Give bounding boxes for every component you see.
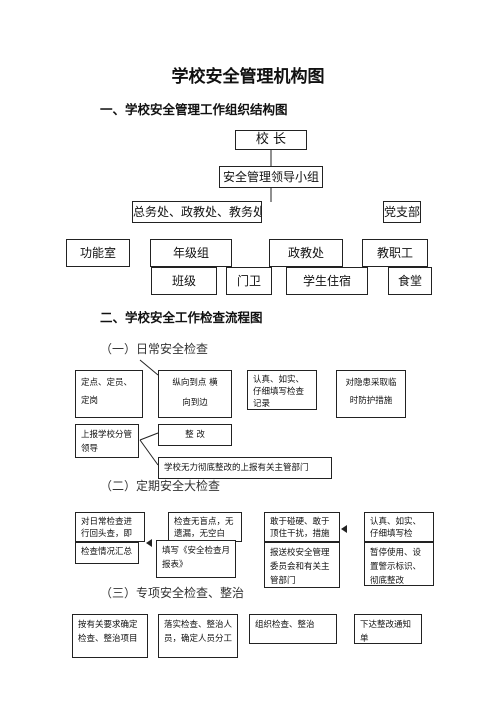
gate-box: 门卫 xyxy=(226,267,272,295)
politics-office-box: 政教处 xyxy=(269,239,343,267)
periodic-box-3: 敢于碰硬、敢于顶住干扰，措施 xyxy=(264,512,340,542)
special-box-3: 组织检查、整治 xyxy=(249,614,337,644)
daily-box-1: 定点、定员、定岗 xyxy=(75,370,143,418)
periodic-box-8: 暂停使用、设置警示标识、彻底整改 xyxy=(364,542,434,586)
periodic-box-4: 认真、如实、仔细填写检 xyxy=(364,512,434,542)
function-room-box: 功能室 xyxy=(66,239,130,267)
daily-box-7: 学校无力彻底整改的上报有关主管部门 xyxy=(158,457,332,479)
section-1-heading: 一、学校安全管理工作组织结构图 xyxy=(100,102,288,117)
dorm-box: 学生住宿 xyxy=(286,267,368,295)
daily-box-4: 对隐患采取临时防护措施 xyxy=(336,370,406,418)
grade-group-box: 年级组 xyxy=(150,239,232,267)
class-box: 班级 xyxy=(151,267,217,295)
leading-group-box: 安全管理领导小组 xyxy=(219,166,323,188)
staff-box: 教职工 xyxy=(362,239,428,267)
special-box-2: 落实检查、整治人员，确定人员分工 xyxy=(158,614,238,658)
periodic-box-2: 检查无盲点，无遗漏，无空白 xyxy=(168,512,242,542)
special-box-4: 下达整改通知单 xyxy=(354,614,422,644)
periodic-heading: （二）定期安全大检查 xyxy=(100,479,221,493)
canteen-box: 食堂 xyxy=(388,267,432,295)
party-box: 党支部 xyxy=(383,201,421,223)
daily-box-2: 纵向到点 横向到边 xyxy=(158,370,232,418)
daily-heading: （一）日常安全检查 xyxy=(100,342,209,356)
periodic-box-6: 填写《安全检查月报表》 xyxy=(156,540,236,578)
page-title: 学校安全管理机构图 xyxy=(171,67,325,87)
section-2-heading: 二、学校安全工作检查流程图 xyxy=(100,310,263,325)
daily-box-3: 认真、如实、仔细填写检查记录 xyxy=(247,370,317,410)
special-heading: （三）专项安全检查、整治 xyxy=(100,586,245,600)
periodic-box-1: 对日常检查进行回头查，即 xyxy=(75,512,145,542)
periodic-box-5: 检查情况汇总 xyxy=(75,542,139,564)
principal-box: 校 长 xyxy=(235,130,307,150)
daily-box-6: 整 改 xyxy=(158,424,232,446)
periodic-box-7: 报送校安全管理委员会和有关主管部门 xyxy=(264,542,340,588)
special-box-1: 按有关要求确定检查、整治项目 xyxy=(72,614,148,658)
offices-box: 总务处、政教处、教务处 xyxy=(132,201,262,223)
daily-box-5: 上报学校分管领导 xyxy=(75,424,139,458)
